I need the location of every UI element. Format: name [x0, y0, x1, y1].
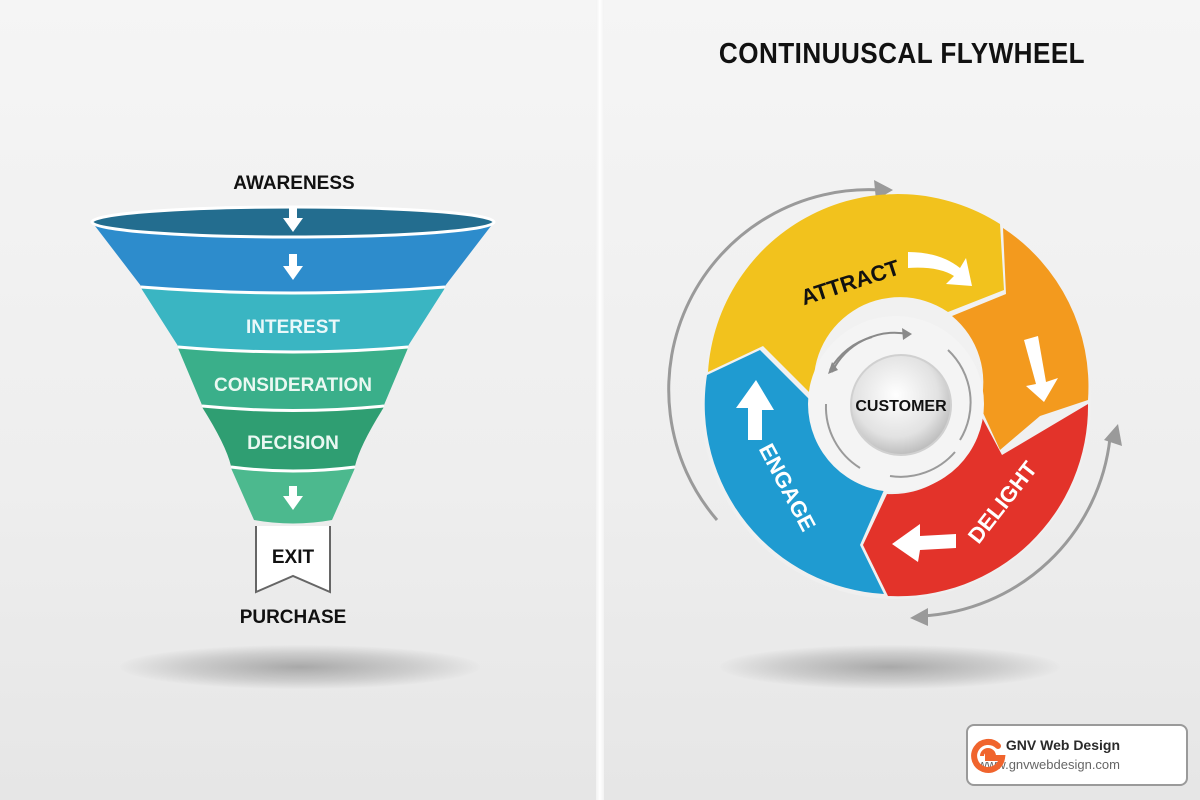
- arrow-down-icon: [283, 208, 303, 232]
- outer-cycle-arc: [667, 188, 881, 521]
- customer-hub: [850, 354, 952, 456]
- panel-divider: [596, 0, 604, 800]
- funnel-stage-interest: [141, 288, 445, 351]
- funnel-label-consideration: CONSIDERATION: [214, 375, 372, 396]
- hub-label: CUSTOMER: [855, 398, 947, 415]
- exit-ribbon: [255, 526, 331, 594]
- flywheel-segment-convert: [952, 228, 1089, 450]
- funnel-diagram: AWARENESS INTEREST CONSIDERATION DECISIO…: [90, 173, 496, 628]
- brand-url[interactable]: www.gnvwebdesign.com: [977, 757, 1120, 772]
- arrow-right-icon: [908, 252, 972, 286]
- funnel-shadow: [120, 645, 480, 689]
- gnv-logo-icon: [971, 738, 1006, 773]
- arrow-up-icon: [736, 380, 774, 440]
- funnel-stage-consideration: [178, 348, 408, 410]
- exit-label: EXIT: [272, 547, 315, 568]
- funnel-label-interest: INTEREST: [246, 317, 340, 338]
- arrow-left-icon: [892, 524, 956, 562]
- arrow-down-icon: [283, 486, 303, 510]
- arrow-left-icon: [910, 608, 928, 626]
- funnel-bottom-label: PURCHASE: [240, 607, 347, 628]
- flywheel-segment-attract: [708, 194, 1004, 398]
- funnel-stage-decision: [202, 407, 384, 470]
- arrow-up-icon: [1104, 424, 1122, 446]
- funnel-label-decision: DECISION: [247, 433, 339, 454]
- flywheel-shadow: [720, 645, 1060, 689]
- funnel-top-label: AWARENESS: [233, 173, 354, 194]
- brand-name: GNV Web Design: [1005, 737, 1120, 753]
- outer-cycle-arc: [921, 437, 1112, 618]
- flywheel-title: CONTINUUSCAL FLYWHEEL: [718, 38, 1086, 70]
- arrow-down-icon: [1024, 336, 1058, 402]
- arrow-down-icon: [283, 254, 303, 280]
- brand-card[interactable]: GNV Web Design www.gnvwebdesign.com: [966, 724, 1188, 786]
